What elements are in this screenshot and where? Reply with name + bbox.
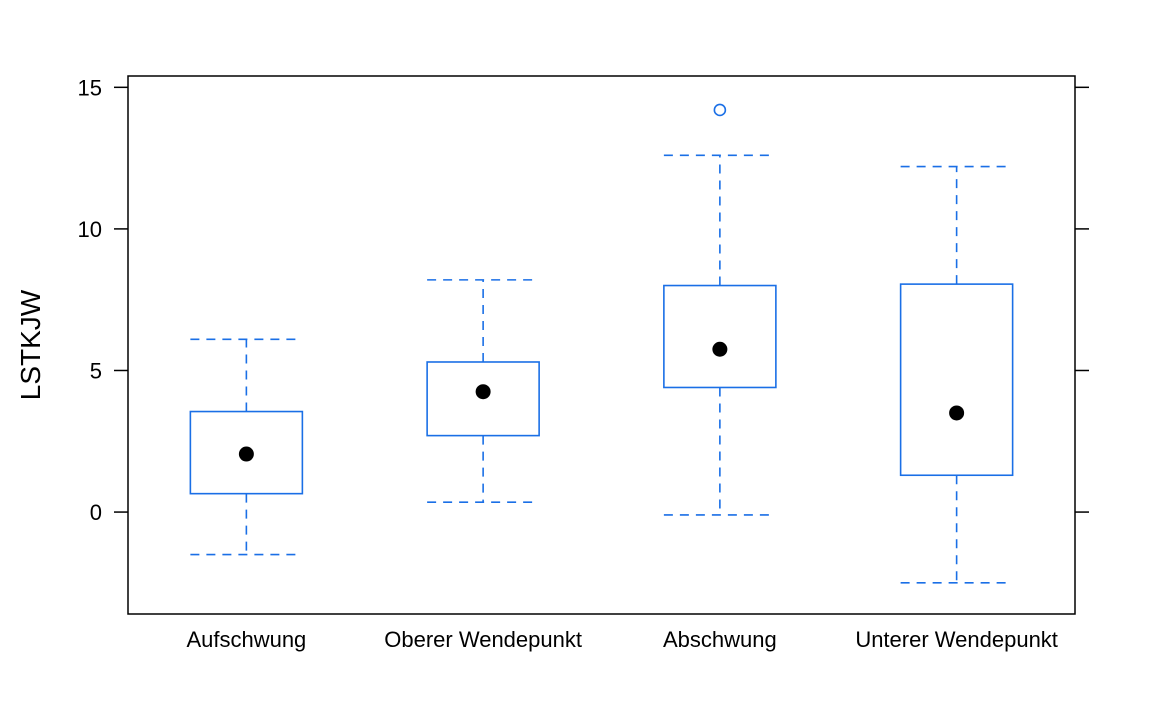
y-axis-left: 0 5 10 15 (78, 75, 128, 525)
plot-frame (127, 75, 1076, 615)
y-tick-label: 0 (90, 500, 102, 525)
box-3 (899, 165, 1014, 584)
median-dot (949, 405, 965, 421)
x-category-label: Aufschwung (186, 627, 306, 652)
median-dot (238, 446, 254, 462)
boxes-group (189, 103, 1014, 584)
median-dot (712, 341, 728, 357)
x-category-label: Abschwung (663, 627, 777, 652)
outlier-point (713, 103, 727, 117)
y-tick-label: 10 (78, 217, 102, 242)
x-axis-labels: Aufschwung Oberer Wendepunkt Abschwung Unte… (186, 627, 1057, 652)
box-iqr (189, 410, 304, 495)
x-category-label: Oberer Wendepunkt (384, 627, 582, 652)
y-tick-label: 5 (90, 358, 102, 383)
box-0 (189, 338, 304, 556)
box-iqr (663, 284, 777, 389)
y-axis-title: LSTKJW (15, 289, 46, 400)
x-category-label: Unterer Wendepunkt (855, 627, 1058, 652)
box-iqr (426, 361, 540, 437)
median-dot (475, 384, 491, 400)
y-axis-right (1075, 86, 1089, 513)
y-tick-label: 15 (78, 75, 102, 100)
box-iqr (899, 283, 1014, 477)
box-1 (426, 279, 540, 503)
box-2 (663, 103, 777, 516)
